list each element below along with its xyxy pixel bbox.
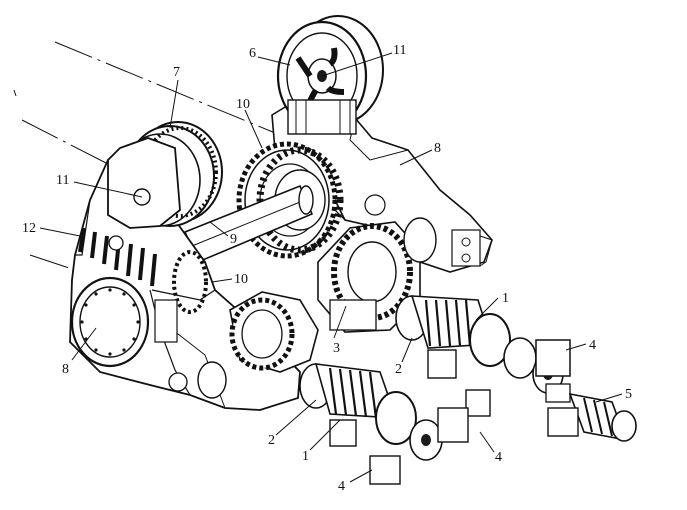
- rear-bracket: [451, 229, 481, 267]
- label-4-rear-top: 4: [589, 338, 596, 353]
- side-flange: [70, 276, 150, 368]
- axis-lines: [21, 41, 281, 271]
- label-11-upper: 11: [393, 43, 406, 58]
- label-4-front: 4: [338, 479, 345, 494]
- leader-lines: [39, 52, 623, 483]
- label-7: 7: [173, 65, 180, 80]
- label-8-upper: 8: [434, 141, 441, 156]
- label-4-rear-bottom: 4: [495, 450, 502, 465]
- edge-tick: [13, 89, 17, 97]
- label-5: 5: [625, 387, 632, 402]
- callout-labels: 6 11 7 10 8 11 12 9 10 8 3 1 2 4 5 2 1 4…: [22, 43, 632, 494]
- label-10-upper: 10: [236, 97, 250, 112]
- label-11-lower: 11: [56, 173, 69, 188]
- rear-brake-pad: [465, 389, 491, 417]
- label-8-lower: 8: [62, 362, 69, 377]
- front-reducer: [229, 291, 319, 373]
- label-1-rear: 1: [502, 291, 509, 306]
- front-brake: [369, 407, 469, 485]
- label-2-rear: 2: [395, 362, 402, 377]
- rear-brake: [532, 339, 571, 403]
- front-motor: [299, 363, 417, 447]
- rear-motor: [395, 295, 537, 379]
- housing-fins: [78, 227, 157, 287]
- label-1-front: 1: [302, 449, 309, 464]
- label-10-lower: 10: [234, 272, 248, 287]
- label-3: 3: [333, 341, 340, 356]
- label-12: 12: [22, 221, 36, 236]
- label-9: 9: [230, 232, 237, 247]
- auxiliary-motor: [547, 392, 637, 442]
- label-2-front: 2: [268, 433, 275, 448]
- label-6: 6: [249, 46, 256, 61]
- rear-reducer: [317, 217, 437, 333]
- upper-sheave: [276, 15, 384, 135]
- hoist-drum: [107, 121, 223, 229]
